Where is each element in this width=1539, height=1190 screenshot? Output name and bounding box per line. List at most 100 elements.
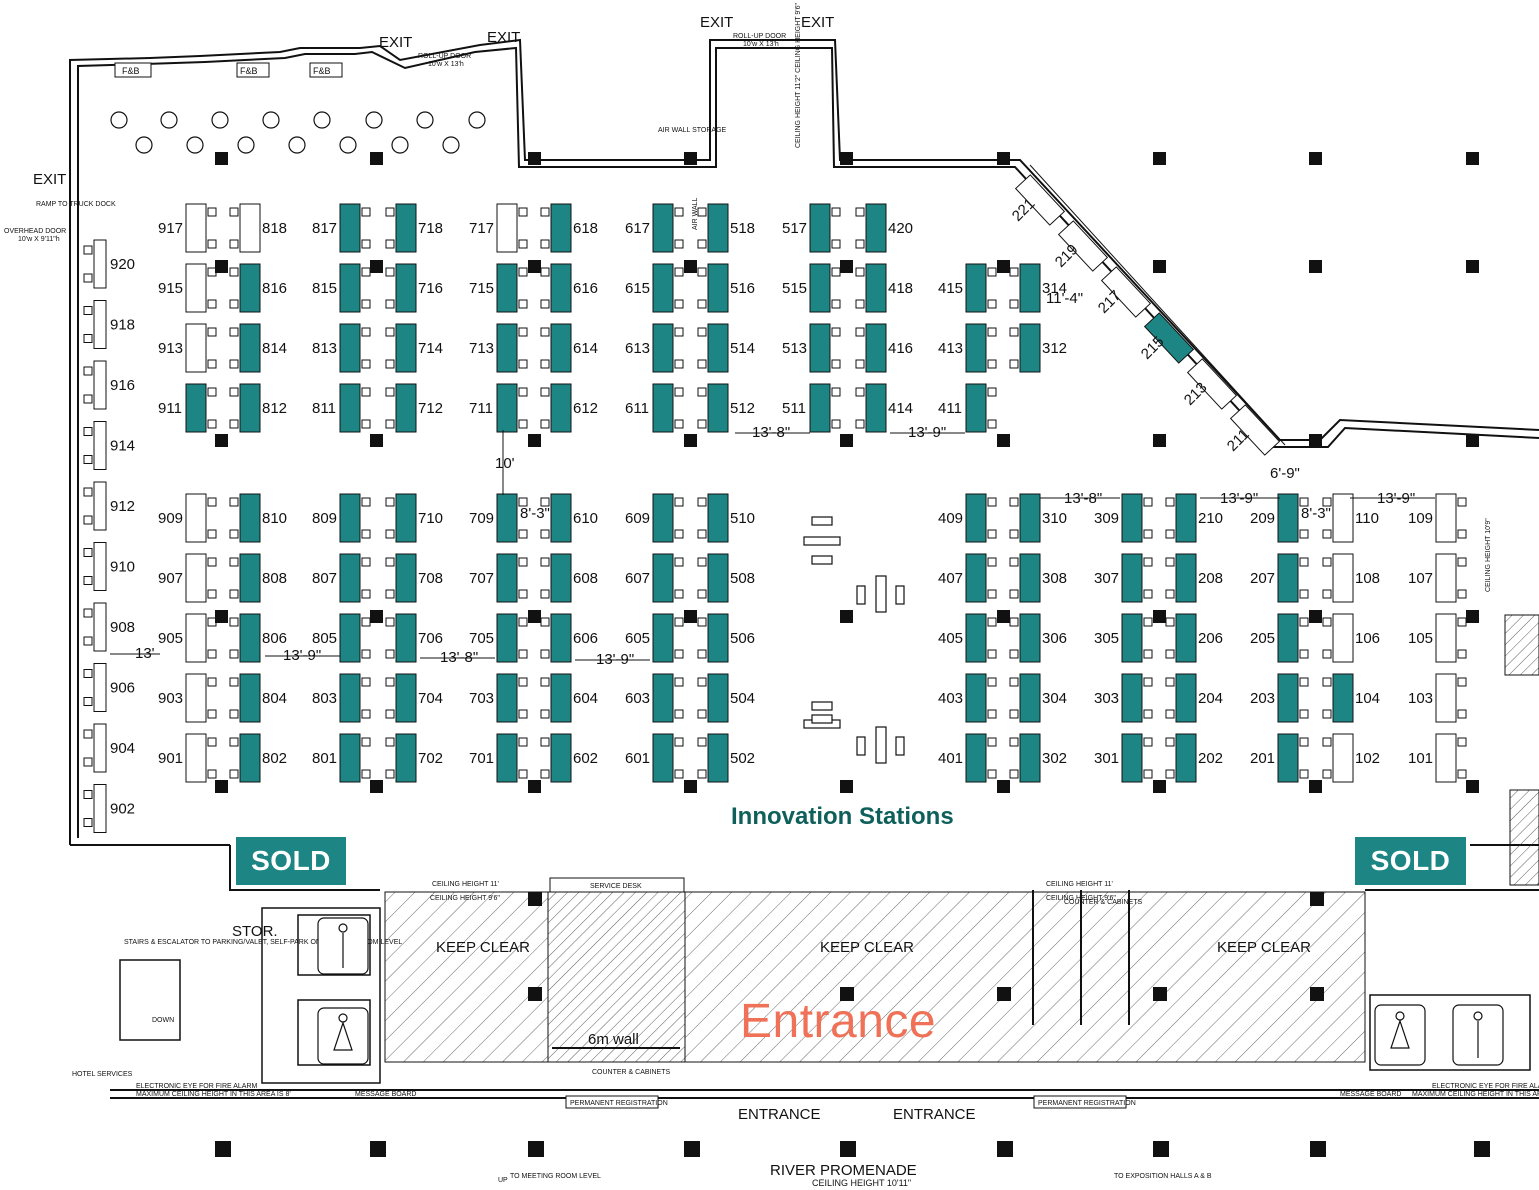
booth-506[interactable]: 506: [697, 613, 755, 663]
booth-514[interactable]: 514: [697, 323, 755, 373]
booth-706[interactable]: 706: [385, 613, 443, 663]
booth-109[interactable]: 109: [1408, 493, 1467, 543]
booth-902[interactable]: 902: [83, 784, 135, 833]
booth-715[interactable]: 715: [469, 263, 528, 313]
booth-705[interactable]: 705: [469, 613, 528, 663]
booth-916[interactable]: 916: [83, 360, 135, 410]
booth-414[interactable]: 414: [855, 383, 913, 433]
booth-606[interactable]: 606: [540, 613, 598, 663]
booth-512[interactable]: 512: [697, 383, 755, 433]
booth-914[interactable]: 914: [83, 421, 135, 470]
booth-618[interactable]: 618: [540, 203, 598, 253]
booth-206[interactable]: 206: [1165, 613, 1223, 663]
booth-915[interactable]: 915: [158, 263, 217, 313]
booth-513[interactable]: 513: [782, 323, 841, 373]
booth-210[interactable]: 210: [1165, 493, 1223, 543]
booth-704[interactable]: 704: [385, 673, 443, 723]
booth-615[interactable]: 615: [625, 263, 684, 313]
booth-217[interactable]: [1100, 266, 1152, 318]
booth-208[interactable]: 208: [1165, 553, 1223, 603]
booth-804[interactable]: 804: [229, 673, 287, 723]
booth-303[interactable]: 303: [1094, 673, 1153, 723]
booth-309[interactable]: 309: [1094, 493, 1153, 543]
booth-811[interactable]: 811: [312, 383, 371, 433]
booth-908[interactable]: 908: [83, 602, 135, 652]
booth-517[interactable]: 517: [782, 203, 841, 253]
booth-817[interactable]: 817: [312, 203, 371, 253]
booth-607[interactable]: 607: [625, 553, 684, 603]
booth-815[interactable]: 815: [312, 263, 371, 313]
booth-605[interactable]: 605: [625, 613, 684, 663]
booth-101[interactable]: 101: [1408, 733, 1467, 783]
booth-219[interactable]: [1057, 220, 1109, 272]
booth-211[interactable]: [1229, 404, 1281, 456]
booth-106[interactable]: 106: [1322, 613, 1380, 663]
booth-110[interactable]: 110: [1322, 493, 1379, 543]
booth-711[interactable]: 711: [469, 383, 528, 433]
booth-616[interactable]: 616: [540, 263, 598, 313]
booth-108[interactable]: 108: [1322, 553, 1380, 603]
booth-808[interactable]: 808: [229, 553, 287, 603]
booth-910[interactable]: 910: [83, 542, 135, 591]
booth-918[interactable]: 918: [83, 300, 135, 349]
booth-911[interactable]: 911: [158, 383, 217, 433]
booth-703[interactable]: 703: [469, 673, 528, 723]
booth-801[interactable]: 801: [312, 733, 371, 783]
booth-707[interactable]: 707: [469, 553, 528, 603]
booth-416[interactable]: 416: [855, 323, 913, 373]
booth-905[interactable]: 905: [158, 613, 217, 663]
booth-810[interactable]: 810: [229, 493, 287, 543]
booth-207[interactable]: 207: [1250, 553, 1309, 603]
booth-515[interactable]: 515: [782, 263, 841, 313]
booth-202[interactable]: 202: [1165, 733, 1223, 783]
booth-105[interactable]: 105: [1408, 613, 1467, 663]
booth-920[interactable]: 920: [83, 239, 135, 289]
booth-418[interactable]: 418: [855, 263, 913, 313]
booth-614[interactable]: 614: [540, 323, 598, 373]
booth-912[interactable]: 912: [83, 481, 135, 531]
booth-712[interactable]: 712: [385, 383, 443, 433]
booth-702[interactable]: 702: [385, 733, 443, 783]
booth-405[interactable]: 405: [938, 613, 997, 663]
booth-302[interactable]: 302: [1009, 733, 1067, 783]
booth-903[interactable]: 903: [158, 673, 217, 723]
booth-816[interactable]: 816: [229, 263, 287, 313]
booth-504[interactable]: 504: [697, 673, 755, 723]
booth-909[interactable]: 909: [158, 493, 217, 543]
booth-709[interactable]: 709: [469, 493, 528, 543]
booth-904[interactable]: 904: [83, 723, 135, 773]
booth-713[interactable]: 713: [469, 323, 528, 373]
booth-701[interactable]: 701: [469, 733, 528, 783]
booth-307[interactable]: 307: [1094, 553, 1153, 603]
booth-508[interactable]: 508: [697, 553, 755, 603]
booth-807[interactable]: 807: [312, 553, 371, 603]
booth-301[interactable]: 301: [1094, 733, 1153, 783]
booth-205[interactable]: 205: [1250, 613, 1309, 663]
booth-913[interactable]: 913: [158, 323, 217, 373]
booth-213[interactable]: [1186, 358, 1238, 410]
booth-314[interactable]: 314: [1009, 263, 1067, 313]
booth-401[interactable]: 401: [938, 733, 997, 783]
booth-602[interactable]: 602: [540, 733, 598, 783]
booth-609[interactable]: 609: [625, 493, 684, 543]
booth-510[interactable]: 510: [697, 493, 755, 543]
booth-201[interactable]: 201: [1250, 733, 1309, 783]
booth-204[interactable]: 204: [1165, 673, 1223, 723]
booth-102[interactable]: 102: [1322, 733, 1380, 783]
booth-612[interactable]: 612: [540, 383, 598, 433]
booth-221[interactable]: [1014, 174, 1066, 226]
booth-502[interactable]: 502: [697, 733, 755, 783]
booth-714[interactable]: 714: [385, 323, 443, 373]
booth-917[interactable]: 917: [158, 203, 217, 253]
booth-610[interactable]: 610: [540, 493, 598, 543]
booth-802[interactable]: 802: [229, 733, 287, 783]
booth-907[interactable]: 907: [158, 553, 217, 603]
booth-812[interactable]: 812: [229, 383, 287, 433]
booth-203[interactable]: 203: [1250, 673, 1309, 723]
booth-906[interactable]: 906: [83, 663, 135, 712]
booth-716[interactable]: 716: [385, 263, 443, 313]
booth-718[interactable]: 718: [385, 203, 443, 253]
booth-308[interactable]: 308: [1009, 553, 1067, 603]
booth-717[interactable]: 717: [469, 203, 528, 253]
booth-809[interactable]: 809: [312, 493, 371, 543]
